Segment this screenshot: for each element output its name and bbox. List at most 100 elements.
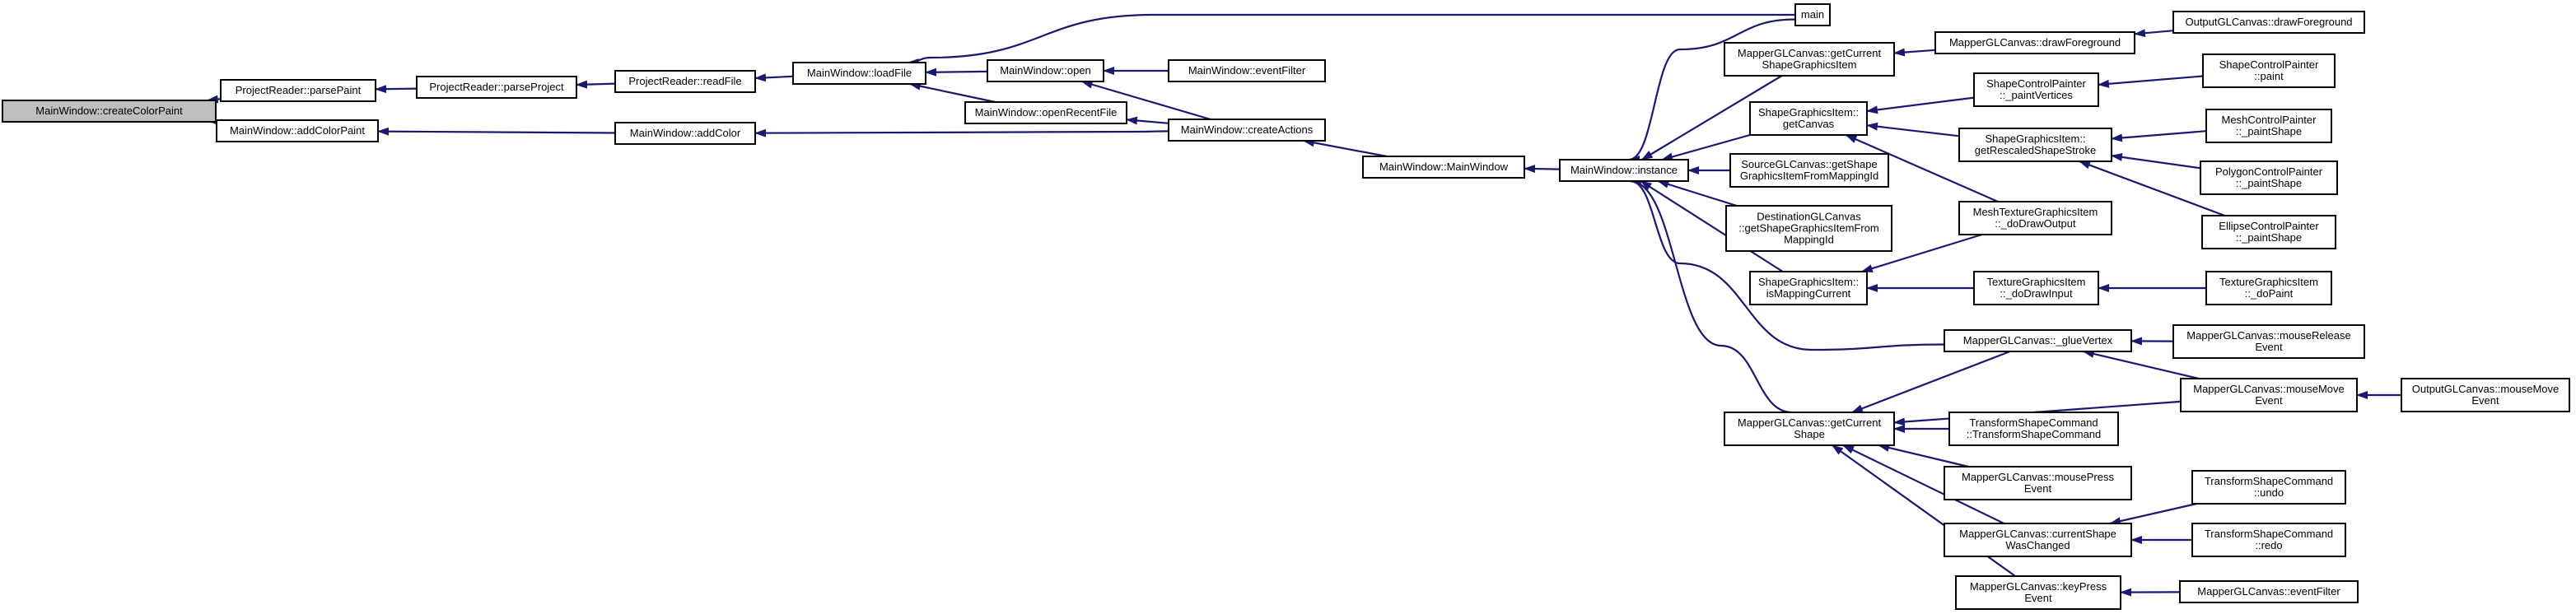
node-glue-vertex[interactable]: MapperGLCanvas::_glueVertex: [1944, 329, 2132, 352]
node-source-get-shape[interactable]: SourceGLCanvas::getShapeGraphicsItemFrom…: [1729, 153, 1889, 188]
node-mgl-draw-foreground[interactable]: MapperGLCanvas::drawForeground: [1934, 31, 2135, 54]
node-open[interactable]: MainWindow::open: [987, 59, 1104, 82]
node-label: DestinationGLCanvas: [1757, 211, 1861, 223]
node-read-file[interactable]: ProjectReader::readFile: [614, 70, 756, 93]
node-box: [2179, 580, 2359, 603]
node-box: [2172, 11, 2365, 34]
node-box: [1944, 329, 2132, 352]
node-main-window-ctor[interactable]: MainWindow::MainWindow: [1362, 156, 1525, 179]
node-label: WasChanged: [2005, 539, 2070, 551]
node-parse-paint[interactable]: ProjectReader::parsePaint: [220, 79, 376, 102]
edge-current-shape-changed-to-get-current-shape: [1842, 444, 2004, 524]
edge-get-current-shape-graphics-item-to-instance: [1640, 75, 1783, 160]
node-label: MeshTextureGraphicsItem: [1973, 206, 2098, 218]
node-tsc-undo[interactable]: TransformShapeCommand::undo: [2191, 470, 2346, 505]
node-box: [1958, 201, 2112, 235]
node-create-actions[interactable]: MainWindow::createActions: [1168, 119, 1326, 142]
node-label: ::_paintShape: [2236, 231, 2302, 244]
node-sgi-get-canvas[interactable]: ShapeGraphicsItem::getCanvas: [1749, 101, 1868, 136]
node-label: TextureGraphicsItem: [1987, 276, 2086, 288]
node-box: [1934, 31, 2135, 54]
node-label: MainWindow::open: [1000, 64, 1091, 77]
node-scp-paint-vertices[interactable]: ShapeControlPainter::_paintVertices: [1973, 72, 2099, 107]
node-add-color[interactable]: MainWindow::addColor: [614, 122, 756, 145]
node-mesh-ctrl-paint-shape[interactable]: MeshControlPainter::_paintShape: [2205, 109, 2332, 143]
node-box: [987, 59, 1104, 82]
node-label: ::getShapeGraphicsItemFrom: [1738, 222, 1879, 235]
node-box: [1168, 119, 1326, 142]
node-box: [220, 79, 376, 102]
node-tsc-redo[interactable]: TransformShapeCommand::redo: [2191, 523, 2346, 557]
node-label: ::_paintVertices: [2000, 89, 2073, 101]
node-label: MapperGLCanvas::eventFilter: [2197, 585, 2340, 598]
node-mesh-tex-do-draw-output[interactable]: MeshTextureGraphicsItem::_doDrawOutput: [1958, 201, 2112, 235]
node-label: PolygonControlPainter: [2215, 165, 2323, 178]
node-tsc-ctor[interactable]: TransformShapeCommand::TransformShapeCom…: [1948, 412, 2119, 446]
node-create-color-paint[interactable]: MainWindow::createColorPaint: [2, 100, 217, 123]
node-label: EllipseControlPainter: [2219, 220, 2319, 232]
node-box: [2191, 523, 2346, 557]
edge-sgi-is-mapping-current-to-instance: [1640, 180, 1784, 272]
node-label: MapperGLCanvas::getCurrent: [1738, 416, 1882, 429]
edge-create-actions-to-open-recent-file: [1126, 116, 1169, 125]
node-label: ::_paintShape: [2236, 125, 2302, 137]
node-label: ::_doDrawOutput: [1995, 217, 2076, 230]
node-mgl-event-filter[interactable]: MapperGLCanvas::eventFilter: [2179, 580, 2359, 603]
edge-mesh-tex-do-draw-output-to-sgi-get-canvas: [1845, 133, 1999, 203]
node-label: MainWindow::createColorPaint: [35, 105, 183, 117]
node-out-draw-foreground[interactable]: OutputGLCanvas::drawForeground: [2172, 11, 2365, 34]
node-sgi-is-mapping-current[interactable]: ShapeGraphicsItem::isMappingCurrent: [1749, 271, 1868, 305]
node-add-color-paint[interactable]: MainWindow::addColorPaint: [216, 119, 379, 142]
node-box: [2172, 324, 2365, 359]
node-poly-ctrl-paint-shape[interactable]: PolygonControlPainter::_paintShape: [2200, 160, 2338, 195]
node-box: [1559, 159, 1689, 182]
node-open-recent-file[interactable]: MainWindow::openRecentFile: [964, 101, 1127, 124]
node-tex-do-draw-input[interactable]: TextureGraphicsItem::_doDrawInput: [1973, 271, 2099, 305]
node-box: [1724, 42, 1895, 77]
node-ellipse-ctrl-paint-shape[interactable]: EllipseControlPainter::_paintShape: [2201, 215, 2336, 249]
node-box: [1973, 72, 2099, 107]
node-scp-paint[interactable]: ShapeControlPainter::paint: [2202, 53, 2336, 88]
node-box: [2200, 160, 2338, 195]
edge-layer: [206, 13, 2401, 597]
node-label: ShapeControlPainter: [2219, 58, 2319, 71]
node-label: ::TransformShapeCommand: [1967, 428, 2102, 440]
node-sgi-get-rescaled[interactable]: ShapeGraphicsItem::getRescaledShapeStrok…: [1958, 128, 2112, 162]
node-box: [2401, 378, 2570, 412]
node-dest-get-shape[interactable]: DestinationGLCanvas::getShapeGraphicsIte…: [1725, 205, 1892, 252]
edge-main-to-instance: [1628, 18, 1796, 164]
node-box: [1729, 153, 1889, 188]
node-label: MapperGLCanvas::_glueVertex: [1963, 334, 2113, 347]
node-label: ShapeGraphicsItem::: [1758, 106, 1859, 119]
node-main[interactable]: main: [1794, 3, 1831, 26]
node-label: MainWindow::addColor: [630, 127, 741, 139]
node-event-filter-mw[interactable]: MainWindow::eventFilter: [1168, 59, 1326, 82]
edge-mouse-press-to-get-current-shape: [1878, 444, 1969, 468]
node-label: SourceGLCanvas::getShape: [1741, 158, 1878, 170]
node-label: Event: [2024, 482, 2052, 495]
node-load-file[interactable]: MainWindow::loadFile: [792, 62, 926, 85]
node-tex-do-paint[interactable]: TextureGraphicsItem::_doPaint: [2205, 271, 2332, 305]
node-label: ProjectReader::readFile: [628, 75, 741, 87]
node-label: TextureGraphicsItem: [2219, 276, 2318, 288]
node-parse-project[interactable]: ProjectReader::parseProject: [416, 76, 577, 99]
node-label: TransformShapeCommand: [2205, 475, 2333, 487]
node-get-current-shape-graphics-item[interactable]: MapperGLCanvas::getCurrentShapeGraphicsI…: [1724, 42, 1895, 77]
node-box: [416, 76, 577, 99]
node-label: MapperGLCanvas::mousePress: [1962, 471, 2114, 483]
node-label: ::undo: [2254, 486, 2284, 499]
edge-tsc-undo-to-current-shape-changed: [2109, 502, 2197, 525]
node-box: [614, 70, 756, 93]
edge-add-color-to-add-color-paint: [377, 127, 616, 136]
node-label: getRescaledShapeStroke: [1975, 144, 2096, 156]
node-label: ::_paintShape: [2236, 177, 2302, 189]
node-instance[interactable]: MainWindow::instance: [1559, 159, 1689, 182]
node-label: Event: [2024, 592, 2052, 604]
